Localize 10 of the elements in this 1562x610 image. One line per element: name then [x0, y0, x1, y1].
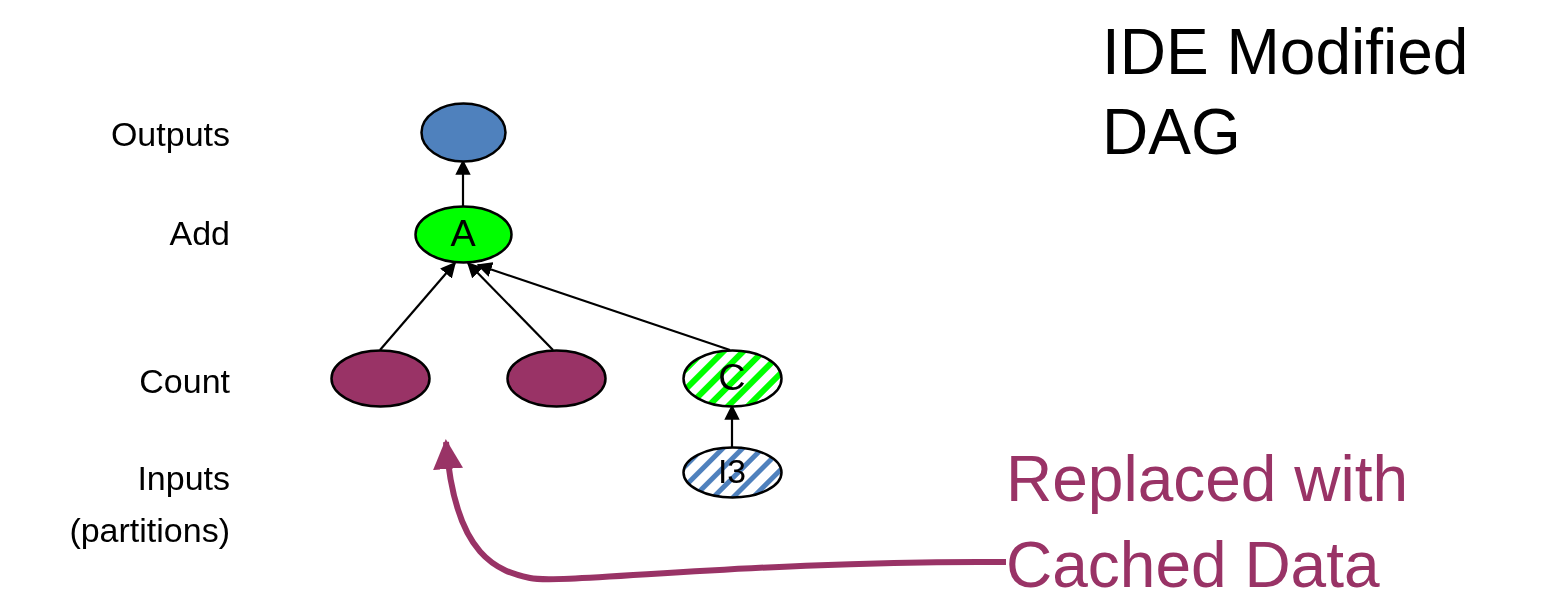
- thick-arrow: [434, 439, 1006, 583]
- callout-text: Replaced with Cached Data: [1006, 436, 1556, 608]
- row-label: Count: [138, 361, 230, 402]
- title: IDE Modified DAG: [1102, 15, 1470, 170]
- arrow: [466, 261, 554, 351]
- arrow: [379, 261, 456, 351]
- row-label: Add: [168, 213, 230, 254]
- row-label: Outputs: [109, 114, 230, 155]
- node-label: A: [450, 215, 476, 253]
- row-label: Inputs (partitions): [68, 458, 230, 551]
